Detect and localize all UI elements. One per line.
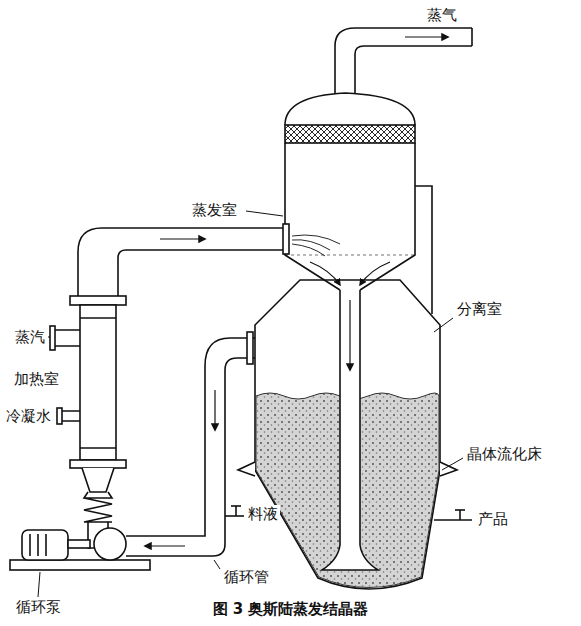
- heater-flange: [70, 296, 126, 305]
- circulation-pipe: [126, 338, 255, 536]
- part-label: 蒸汽: [13, 328, 47, 346]
- bypass-pipe: [415, 186, 432, 314]
- heater-shell: [80, 305, 116, 460]
- pump-base: [10, 560, 150, 570]
- figure-caption: 图 3 奥斯陆蒸发结晶器: [0, 600, 581, 619]
- product-line: [434, 519, 472, 521]
- pump-motor: [22, 530, 68, 560]
- part-label: 循环管: [222, 568, 271, 586]
- feed-line: [225, 515, 244, 517]
- condensate-outlet: [62, 411, 80, 421]
- vapour-pipe: [335, 28, 472, 95]
- circulation-pipe: [126, 358, 255, 556]
- separator-shell: [255, 280, 440, 589]
- steam-inlet: [55, 330, 80, 346]
- bellows: [84, 492, 112, 522]
- downcomer: [322, 290, 378, 570]
- evaporator-dome: [285, 93, 415, 125]
- vapour-pipe: [355, 46, 472, 95]
- part-label: 蒸气: [425, 6, 459, 24]
- part-label: 加热室: [12, 370, 61, 388]
- evaporator-body: [285, 143, 415, 290]
- heater-outlet-pipe: [118, 250, 283, 300]
- part-label: 料液: [246, 505, 280, 523]
- part-label: 蒸发室: [190, 201, 239, 219]
- pump-casing: [94, 528, 126, 560]
- heater-outlet-pipe: [78, 228, 283, 300]
- part-label: 产品: [476, 510, 510, 528]
- part-label: 循环泵: [14, 598, 63, 616]
- part-label: 晶体流化床: [465, 445, 544, 463]
- demister-mesh: [285, 125, 415, 143]
- part-label: 分离室: [455, 300, 504, 318]
- part-label: 冷凝水: [4, 407, 53, 425]
